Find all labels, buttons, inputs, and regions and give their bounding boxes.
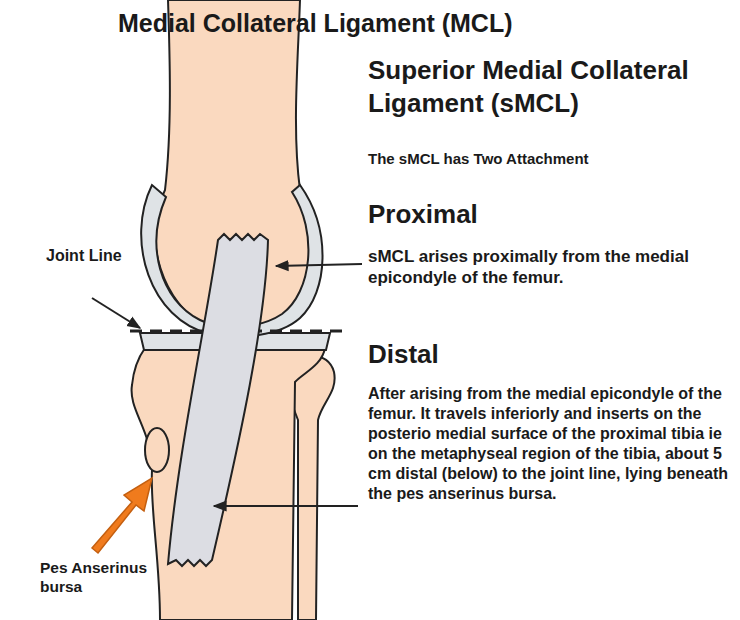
pointer-arrow [92, 478, 152, 553]
pes-anserinus-bursa [145, 428, 169, 472]
mcl-ligament [168, 234, 268, 566]
leader-arrow [214, 505, 358, 507]
part-label: Pes Anserinus bursa [40, 558, 150, 597]
diagram-title: Medial Collateral Ligament (MCL) [118, 8, 512, 39]
part-label: Joint Line [46, 246, 136, 266]
leader-arrow [276, 264, 362, 266]
body-text: After arising from the medial epicondyle… [368, 384, 730, 504]
fibula [290, 356, 335, 620]
body-text: sMCL arises proximally from the medial e… [368, 246, 728, 289]
subheading: The sMCL has Two Attachment [368, 150, 728, 169]
section-heading: Distal [368, 338, 728, 371]
section-heading: Superior Medial Collateral Ligament (sMC… [368, 54, 728, 119]
leader-arrow [92, 298, 140, 328]
section-heading: Proximal [368, 198, 728, 231]
